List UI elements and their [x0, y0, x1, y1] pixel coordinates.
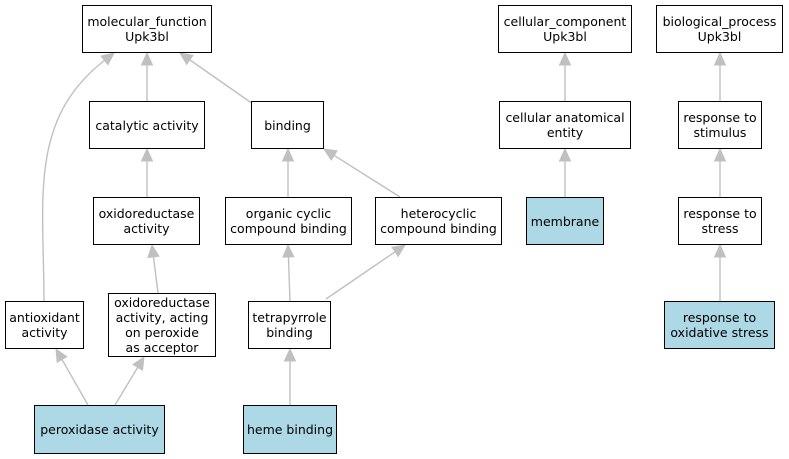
edge-arrowhead [713, 147, 727, 162]
node-label: peroxidase activity [40, 422, 159, 437]
node-label: molecular_function Upk3bl [87, 14, 207, 44]
node-peroxidase-activity: peroxidase activity [34, 405, 165, 454]
edge-cellular_anatomical_entity-to-cellular_component [558, 51, 572, 101]
edge-tetrapyrrole_binding-to-heterocyclic_compound_binding [325, 244, 406, 300]
node-binding: binding [251, 101, 324, 149]
node-heterocyclic-compound-binding: heterocyclic compound binding [375, 197, 502, 245]
node-biological-process: biological_process Upk3bl [656, 5, 783, 53]
edge-line [333, 154, 401, 198]
node-label: tetrapyrrole binding [252, 310, 327, 340]
edge-line [41, 59, 105, 302]
edge-oxidoreductase_activity-to-catalytic_activity [140, 147, 154, 197]
node-organic-cyclic-compound-binding: organic cyclic compound binding [225, 197, 352, 245]
edge-line [189, 59, 254, 105]
node-response-to-oxidative-stress: response to oxidative stress [664, 301, 775, 349]
node-molecular-function: molecular_function Upk3bl [82, 5, 212, 53]
node-label: oxidoreductase activity [98, 206, 195, 236]
edge-organic_cyclic_compound_binding-to-binding [281, 147, 295, 197]
edge-arrowhead [147, 243, 160, 259]
edge-arrowhead [713, 243, 727, 258]
node-oxidoreductase-activity: oxidoreductase activity [93, 197, 200, 245]
edge-arrowhead [558, 51, 572, 66]
node-label: response to stimulus [683, 110, 757, 140]
edge-arrowhead [713, 51, 727, 66]
edge-line [61, 359, 89, 406]
edge-arrowhead [558, 147, 572, 162]
node-cellular-component: cellular_component Upk3bl [498, 5, 632, 53]
edge-line [114, 366, 139, 406]
edge-arrowhead [391, 244, 406, 258]
edge-heterocyclic_compound_binding-to-binding [322, 148, 401, 198]
node-label: antioxidant activity [9, 310, 80, 340]
edge-binding-to-molecular_function [179, 52, 254, 105]
node-catalytic-activity: catalytic activity [89, 101, 205, 149]
node-label: heterocyclic compound binding [380, 206, 497, 236]
edge-arrowhead [140, 147, 154, 162]
node-label: organic cyclic compound binding [230, 206, 347, 236]
node-cellular-anatomical-entity: cellular anatomical entity [499, 101, 631, 149]
node-antioxidant-activity: antioxidant activity [5, 301, 84, 349]
edge-arrowhead [140, 51, 154, 66]
node-label: biological_process Upk3bl [662, 14, 777, 44]
edge-arrowhead [282, 243, 295, 258]
edge-arrowhead [179, 52, 194, 66]
edge-line [287, 256, 291, 302]
node-response-to-stimulus: response to stimulus [678, 101, 762, 149]
edge-antioxidant_activity-to-molecular_function [41, 52, 115, 302]
node-label: cellular anatomical entity [505, 110, 625, 140]
node-membrane: membrane [526, 197, 604, 245]
node-tetrapyrrole-binding: tetrapyrrole binding [248, 301, 331, 349]
edge-line [325, 251, 396, 300]
node-oxidoreductase-activity-acting-on-peroxide: oxidoreductase activity, acting on perox… [108, 293, 216, 357]
node-label: membrane [530, 213, 600, 229]
node-response-to-stress: response to stress [678, 197, 762, 245]
edge-arrowhead [281, 147, 295, 162]
edge-response_to_oxidative_stress-to-response_to_stress [713, 243, 727, 301]
edge-arrowhead [322, 148, 338, 161]
edge-arrowhead [55, 347, 68, 363]
node-heme-binding: heme binding [243, 405, 337, 454]
node-label: response to stress [683, 206, 757, 236]
edge-response_to_stress-to-response_to_stimulus [713, 147, 727, 197]
edge-heme_binding-to-tetrapyrrole_binding [283, 347, 297, 405]
node-label: catalytic activity [95, 117, 199, 133]
node-label: oxidoreductase activity, acting on perox… [114, 295, 210, 355]
edge-catalytic_activity-to-molecular_function [140, 51, 154, 101]
edge-membrane-to-cellular_anatomical_entity [558, 147, 572, 197]
node-label: cellular_component Upk3bl [503, 14, 627, 44]
edge-response_to_stimulus-to-biological_process [713, 51, 727, 101]
node-label: heme binding [246, 422, 334, 437]
node-label: binding [264, 117, 311, 133]
node-label: response to oxidative stress [670, 310, 769, 340]
edge-tetrapyrrole_binding-to-organic_cyclic_compound_binding [282, 243, 295, 302]
edge-oxidoreductase_peroxide-to-oxidoreductase_activity [147, 243, 160, 294]
edge-arrowhead [283, 347, 297, 362]
edge-line [152, 256, 159, 294]
edge-peroxidase_activity-to-antioxidant_activity [55, 347, 89, 406]
edge-arrowhead [100, 52, 115, 66]
edge-arrowhead [132, 355, 145, 371]
edge-peroxidase_activity-to-oxidoreductase_peroxide [114, 355, 145, 406]
